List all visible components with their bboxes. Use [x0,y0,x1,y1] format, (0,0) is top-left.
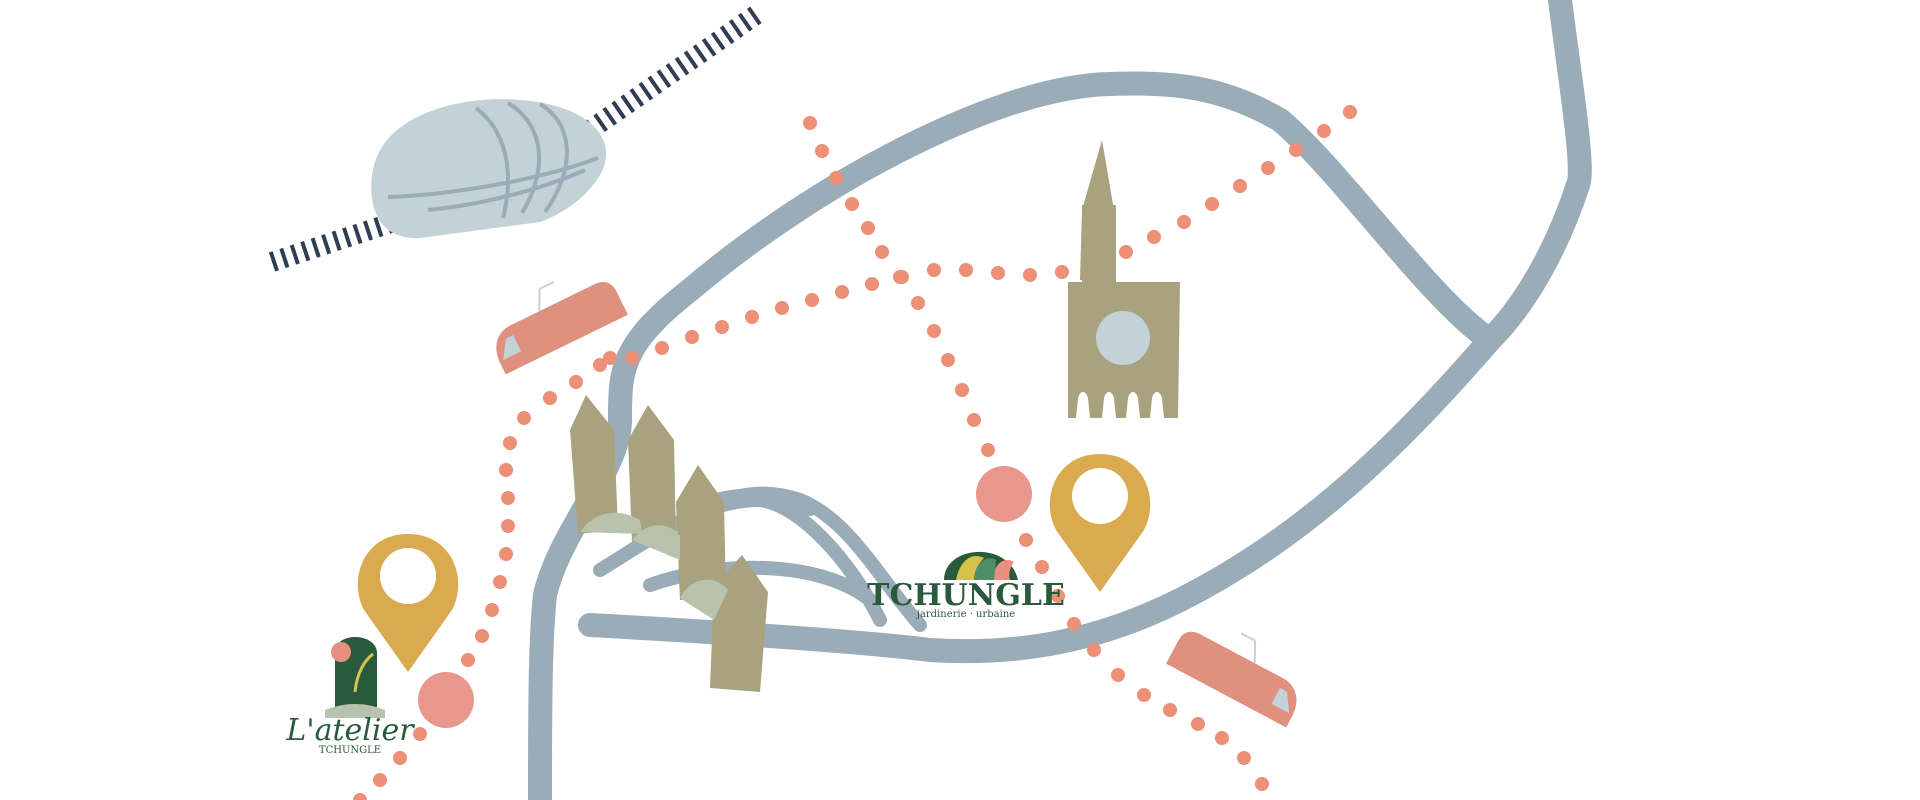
atelier-logo-subtext: TCHUNGLE [319,745,381,756]
map-pin-icon[interactable] [357,534,459,672]
railway-track-icon [268,3,766,272]
destination-dot-tchungle[interactable] [976,466,1032,522]
atelier-logo[interactable] [325,637,385,718]
cathedral-icon [1068,140,1180,418]
map-pin-icon[interactable] [1049,454,1151,592]
towers-icon [570,395,768,692]
tram-icon [1166,631,1297,728]
walking-route [353,105,1357,800]
tram-icon [496,280,628,375]
tchungle-logo-tagline: jardinerie · urbaine [916,609,1015,620]
atelier-logo-wordmark: L'atelier [285,713,415,748]
tchungle-logo[interactable] [944,551,1018,580]
river [528,0,1592,800]
destination-dot-atelier[interactable] [418,672,474,728]
train-station-icon [371,99,607,239]
tchungle-logo-wordmark: TCHUNGLE [867,578,1065,613]
